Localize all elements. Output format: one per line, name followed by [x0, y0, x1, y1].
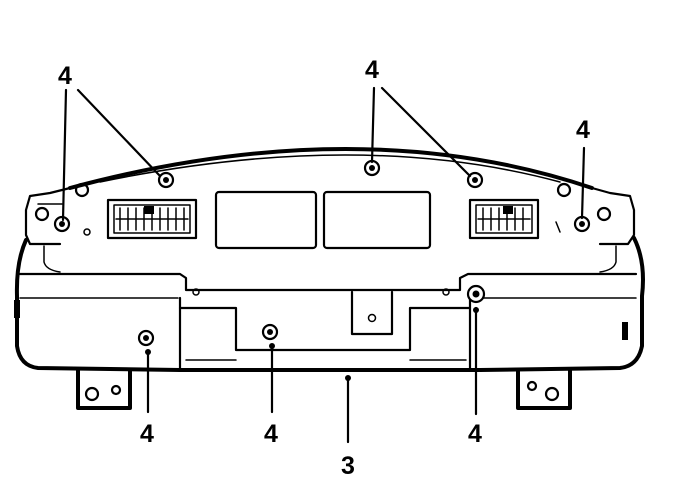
callout-screw-top-center: 4	[365, 56, 379, 84]
display-windows	[214, 190, 432, 250]
connector-right	[468, 198, 540, 240]
screw-icon	[53, 215, 71, 233]
ear-hole-left-outer	[34, 206, 50, 222]
callout-screw-bottom-center: 4	[264, 420, 278, 448]
cluster-lower-face	[14, 221, 628, 372]
center-square-tab	[350, 290, 394, 336]
ear-holes	[34, 182, 612, 222]
center-tab-hole	[367, 313, 377, 323]
mounting-bracket-left	[76, 368, 132, 410]
ear-hole-left-top	[74, 182, 90, 198]
screw-icon	[466, 171, 484, 189]
screw-icon	[573, 215, 591, 233]
ear-hole-right-outer	[596, 206, 612, 222]
display-window-right	[322, 190, 432, 250]
small-hole-left	[192, 288, 200, 296]
display-window-left	[214, 190, 318, 250]
small-hole-right	[442, 288, 450, 296]
callout-screw-top-left: 4	[58, 62, 72, 90]
small-hole-upper-left	[83, 228, 91, 236]
ear-hole-right-top	[556, 182, 572, 198]
right-side-latch	[622, 322, 628, 340]
left-side-latch	[14, 300, 20, 318]
screw-icon	[137, 329, 155, 347]
screw-icon	[466, 284, 486, 304]
cluster-housing	[14, 147, 645, 372]
callout-screw-bottom-left: 4	[140, 420, 154, 448]
callout-cluster-case: 3	[341, 452, 355, 480]
callout-labels: 4 4 4 4 4 4 3	[58, 56, 590, 480]
screw-icon	[261, 323, 279, 341]
connector-left	[106, 198, 198, 240]
callout-screw-bottom-right: 4	[468, 420, 482, 448]
callout-screw-top-right: 4	[576, 116, 590, 144]
leader-lines	[61, 86, 586, 444]
screw-icon	[157, 171, 175, 189]
small-slot-upper-right	[555, 221, 561, 233]
mounting-bracket-right	[516, 368, 572, 410]
screws	[53, 159, 591, 347]
